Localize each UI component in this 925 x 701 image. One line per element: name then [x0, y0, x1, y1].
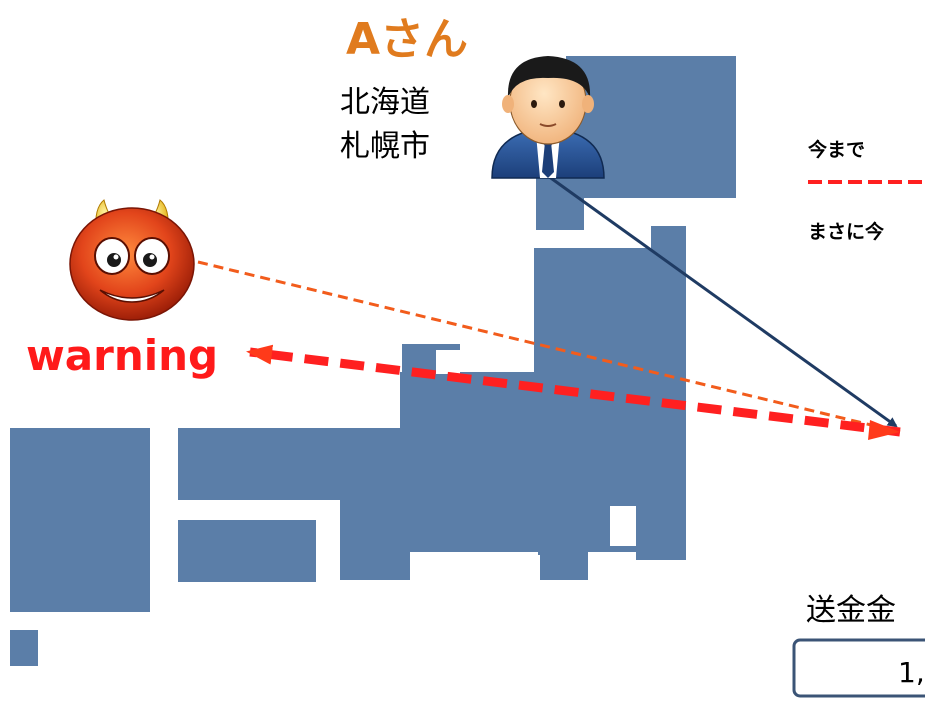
- map-kanto-peninsula: [636, 490, 686, 560]
- person-path-arrow: [547, 174, 898, 428]
- map-notch-3: [410, 555, 540, 595]
- person-location-prefecture: 北海道: [340, 85, 430, 120]
- person-name: Aさん: [346, 14, 468, 65]
- map-notch-2: [610, 506, 636, 546]
- person-location-city: 札幌市: [340, 129, 430, 164]
- transfer-amount-label: 送金金: [806, 593, 896, 628]
- map-notch-1: [436, 350, 460, 374]
- current-attack-arrowhead-right: [868, 420, 900, 440]
- transfer-amount-box[interactable]: [792, 638, 925, 698]
- japan-map: [10, 56, 736, 666]
- transfer-amount-value: 1,0: [898, 656, 925, 689]
- map-tokai: [538, 540, 588, 580]
- map-tohoku-tip: [651, 226, 686, 256]
- map-okinawa: [10, 630, 38, 666]
- map-notches: [410, 350, 636, 595]
- warning-label: warning: [26, 331, 218, 380]
- map-izu: [590, 530, 610, 550]
- legend-until-now: 今まで: [807, 138, 865, 161]
- current-attack-path: [246, 344, 901, 437]
- map-kansai: [178, 428, 410, 500]
- map-hokkaido-tail: [536, 170, 584, 230]
- map-kansai-lower: [340, 500, 410, 580]
- map-kyushu: [10, 428, 150, 612]
- devil-face-icon: [69, 199, 195, 321]
- map-tohoku: [534, 248, 686, 376]
- past-attack-path: [197, 260, 901, 434]
- businessman-avatar-icon: [491, 56, 605, 179]
- map-shikoku: [178, 520, 316, 582]
- legend-right-now: まさに今: [808, 220, 884, 243]
